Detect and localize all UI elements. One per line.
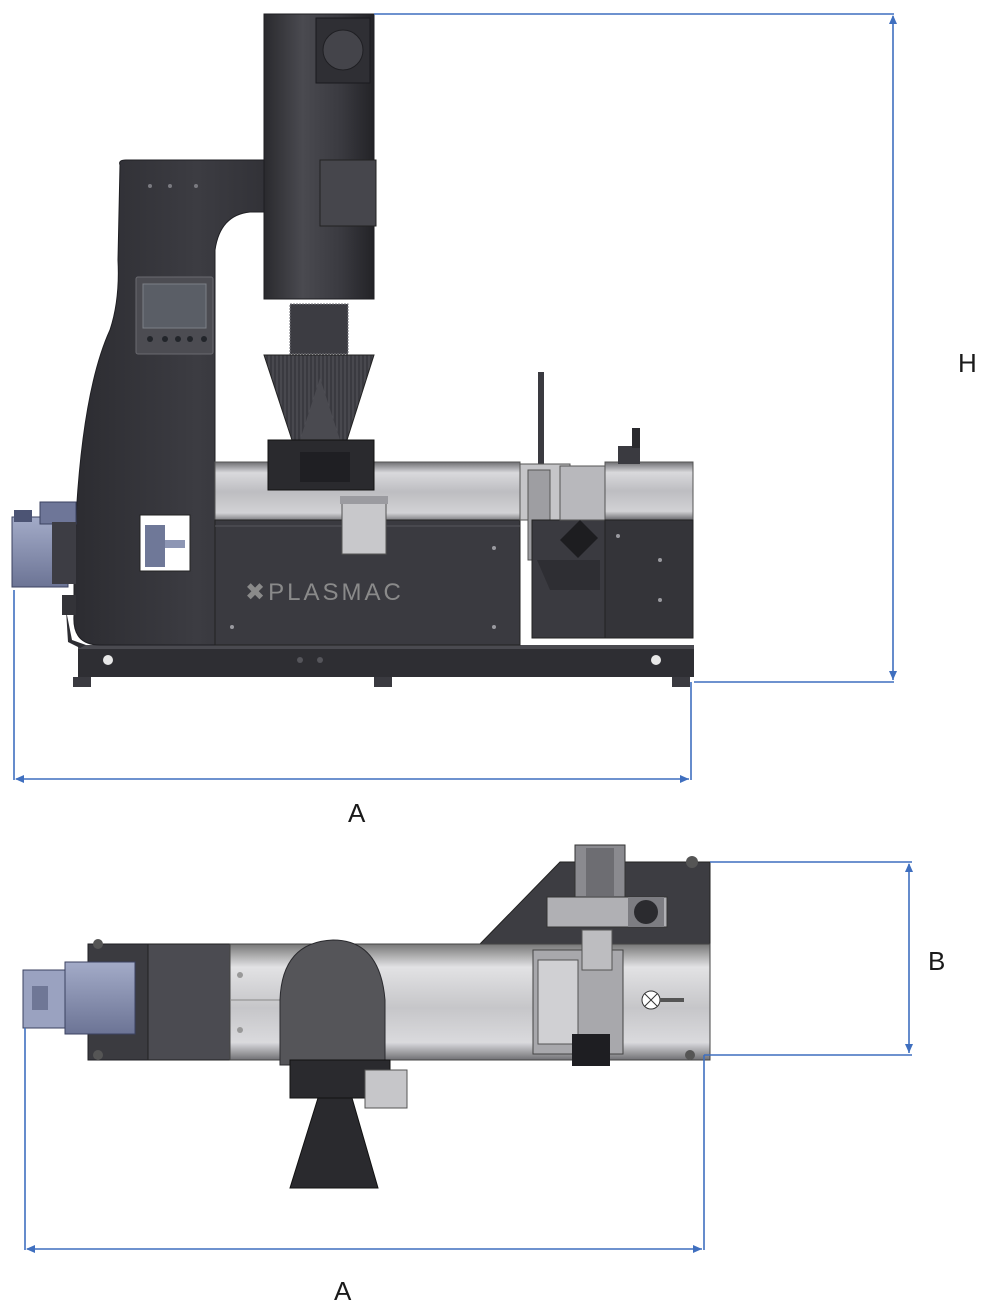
width-dimension: B (704, 861, 945, 1056)
die-head-assembly (519, 428, 694, 639)
left-motor-top (22, 961, 136, 1035)
brand-logo-text: ✖PLASMAC (245, 579, 404, 606)
top-length-dimension: A (24, 1028, 705, 1306)
corner-bolt (686, 856, 698, 868)
side-length-dimension: A (13, 590, 692, 828)
left-motor-assembly (11, 501, 86, 648)
gearbox-top (546, 844, 668, 928)
base-frame (73, 645, 694, 687)
control-panel (135, 276, 214, 355)
barrel-top (87, 929, 711, 1066)
top-view: B A (22, 844, 945, 1306)
c-frame-body (73, 159, 321, 646)
feed-hopper-chimney (263, 13, 388, 555)
width-label: B (928, 946, 945, 976)
vertical-rod (538, 372, 544, 464)
height-dimension: H (374, 13, 977, 683)
top-length-label: A (334, 1276, 352, 1306)
hopper-top (279, 939, 408, 1189)
side-length-label: A (348, 798, 366, 828)
side-view: ✖PLASMAC (11, 13, 977, 828)
height-label: H (958, 348, 977, 378)
